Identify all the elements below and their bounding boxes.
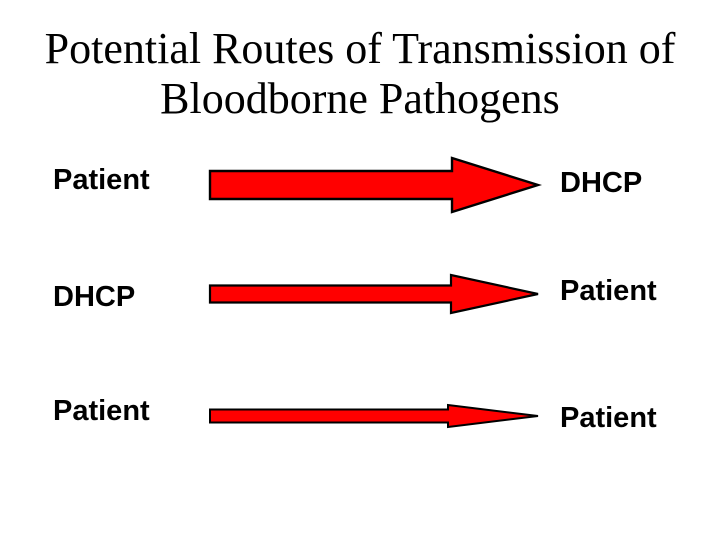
slide-title: Potential Routes of Transmission of Bloo… — [0, 24, 720, 124]
slide-title-line-2: Bloodborne Pathogens — [160, 74, 560, 123]
route-target-label: Patient — [560, 402, 657, 434]
slide-title-line-1: Potential Routes of Transmission of — [44, 24, 676, 73]
route-target-label: DHCP — [560, 167, 643, 199]
arrow-right-icon — [208, 156, 543, 214]
arrow-right-icon — [208, 273, 539, 315]
route-source-label: Patient — [53, 164, 150, 196]
route-source-label: Patient — [53, 395, 150, 427]
route-target-label: Patient — [560, 275, 657, 307]
route-source-label: DHCP — [53, 281, 136, 313]
arrow-right-icon — [209, 403, 539, 429]
